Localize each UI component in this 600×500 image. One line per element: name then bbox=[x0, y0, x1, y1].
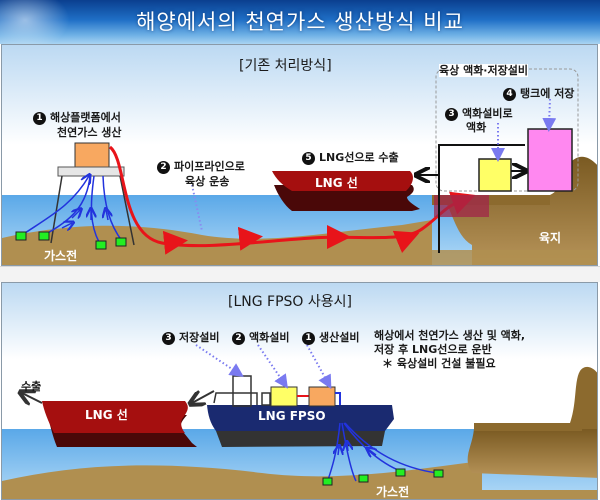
fpso-description-note: ＊ 육상설비 건설 불필요 bbox=[382, 357, 496, 370]
step-3-label-line2: 액화 bbox=[466, 121, 487, 134]
lng-ship-label: LNG 선 bbox=[315, 176, 358, 190]
step-1-number-icon: 1 bbox=[33, 111, 46, 125]
step-1-label-line2: 천연가스 생산 bbox=[57, 126, 122, 139]
step-2-label-line2: 육상 운송 bbox=[185, 175, 230, 188]
fpso-step-1-number-icon: 1 bbox=[302, 331, 315, 345]
land-label: 육지 bbox=[539, 231, 562, 245]
conventional-section-title: [기존 처리방식] bbox=[239, 58, 332, 74]
lng-ship-label: LNG 선 bbox=[85, 408, 128, 422]
fpso-section-title: [LNG FPSO 사용시] bbox=[228, 294, 352, 310]
step-4-number-icon: 4 bbox=[503, 87, 516, 101]
fpso-diagram bbox=[2, 283, 597, 499]
step-3-number-icon: 3 bbox=[445, 107, 458, 121]
fpso-step-2-number-icon: 2 bbox=[232, 331, 245, 345]
step-5-number-icon: 5 bbox=[302, 151, 315, 165]
step-2-number-icon: 2 bbox=[157, 160, 170, 174]
export-label: 수출 bbox=[21, 380, 42, 393]
fpso-description-line2: 저장 후 LNG선으로 운반 bbox=[374, 343, 492, 356]
conventional-diagram bbox=[2, 45, 597, 265]
onshore-facility-label: 육상 액화·저장설비 bbox=[439, 64, 528, 77]
title-banner: 해양에서의 천연가스 생산방식 비교 bbox=[0, 0, 600, 50]
fpso-label: LNG FPSO bbox=[258, 409, 326, 423]
panel-divider bbox=[0, 266, 600, 282]
fpso-gas-field-label: 가스전 bbox=[376, 485, 410, 499]
page-title: 해양에서의 천연가스 생산방식 비교 bbox=[136, 10, 464, 34]
gas-field-label: 가스전 bbox=[44, 249, 78, 263]
fpso-step-3-number-icon: 3 bbox=[162, 331, 175, 345]
fpso-description-line1: 해상에서 천연가스 생산 및 액화, bbox=[374, 329, 526, 342]
